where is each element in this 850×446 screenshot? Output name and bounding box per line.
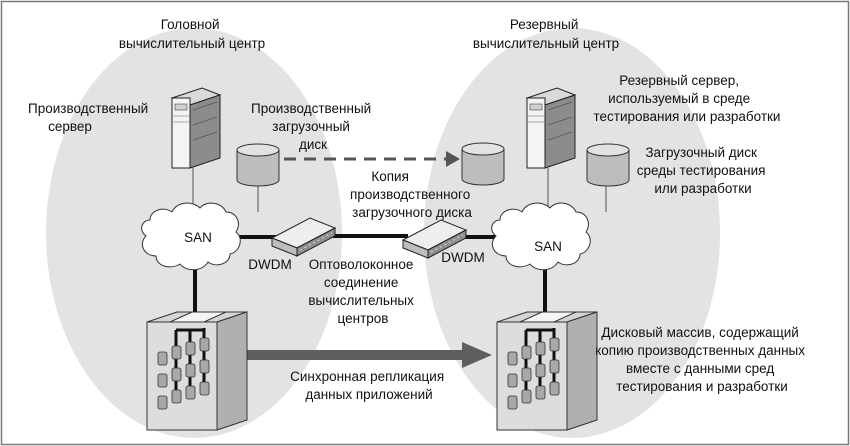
production-server <box>170 87 222 169</box>
disk-array-backup <box>496 311 598 431</box>
san-label-right: SAN <box>534 239 562 254</box>
replication-arrow-shaft <box>242 350 464 360</box>
test-boot-disk <box>586 143 630 187</box>
backup-server <box>525 87 577 169</box>
test-boot-disk-label: Загрузочный диск среды тестирования или … <box>637 145 769 196</box>
san-label-left: SAN <box>184 230 212 245</box>
boot-disk-copy-label: Копия производственного загрузочного дис… <box>350 169 474 220</box>
sync-replication-label: Синхронная репликация данных приложений <box>290 369 448 402</box>
production-server-label: Производственный сервер <box>28 101 152 134</box>
production-boot-disk <box>236 143 280 187</box>
boot-disk-copy-arrowhead <box>446 151 460 167</box>
backup-server-label: Резервный сервер, используемый в среде т… <box>594 73 781 124</box>
dwdm-label-right: DWDM <box>441 250 485 265</box>
dwdm-device-right <box>401 219 468 259</box>
disk-array-primary <box>146 311 248 431</box>
production-boot-disk-label: Производственный загрузочный диск <box>251 101 375 152</box>
san-cloud-right <box>491 202 591 271</box>
backup-site-label: Резервный вычислительный центр <box>473 17 619 51</box>
disk-array-label: Дисковый массив, содержащий копию произв… <box>595 325 809 394</box>
san-cloud-left <box>141 202 241 271</box>
dwdm-device-left <box>270 217 337 257</box>
replication-arrowhead <box>462 342 492 368</box>
primary-site-label: Головной вычислительный центр <box>119 17 265 51</box>
dwdm-label-left: DWDM <box>248 257 292 272</box>
fiber-link-label: Оптоволоконное соединение вычислительных… <box>308 257 417 326</box>
boot-disk-copy <box>461 142 505 186</box>
